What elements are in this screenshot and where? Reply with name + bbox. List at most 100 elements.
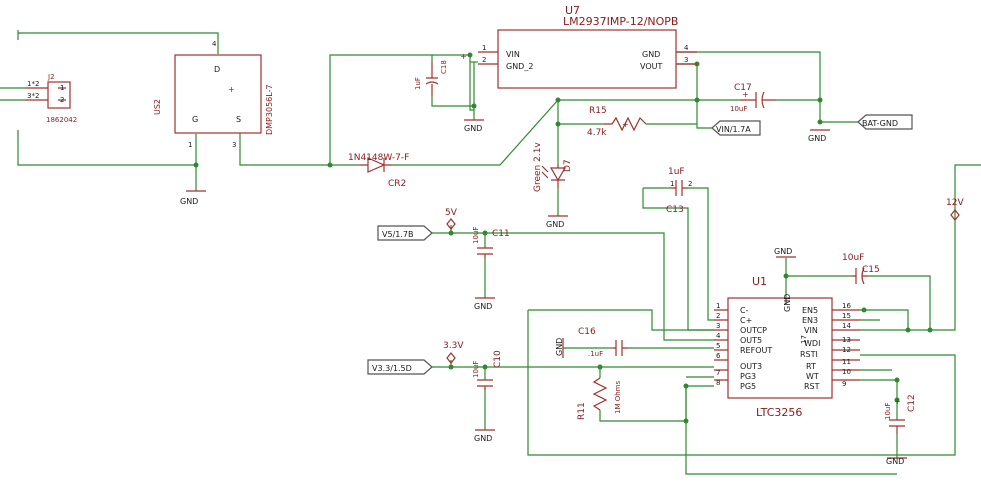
c13-value: 1uF [668,167,685,177]
j2-pin-1: 1 [60,84,64,92]
j2-part: 1862042 [46,116,77,124]
c13-ref: C13 [666,205,684,215]
u1-right-pin-13: WDI [804,339,820,348]
us2-ref: US2 [153,99,162,115]
u1-left-num-5: 5 [716,342,720,350]
us2-pinnum-3: 3 [232,141,236,149]
r15-ref: R15 [589,106,607,116]
u1-right-pin-12: RSTI [800,350,818,359]
u1-gnd-label: GND [783,294,792,312]
v5-17b-port: V5/1.7B [377,225,433,241]
u1-left-num-7: 7 [716,369,720,377]
us2-pinnum-1: 1 [188,141,192,149]
r11-ref: R11 [577,402,587,420]
v33-15d-label: V3.3/1.5D [372,364,412,373]
u1-left-num-2: 2 [716,312,720,320]
c18-ref: C18 [440,60,448,74]
supply-12v-label: 12V [946,198,964,208]
u1-right-num-9: 9 [842,380,846,388]
c10-ref: C10 [493,350,503,368]
u1-left-pin-8: PG5 [740,382,756,391]
u7-pinnum-1: 1 [482,44,486,52]
u1-right-num-12: 12 [842,346,851,354]
c15-value: 10uF [842,253,864,263]
c11-ref: C11 [492,229,510,239]
c12-capacitor: 10uF C12 + [884,394,917,434]
c17-ref: C17 [734,83,752,93]
gnd-label-c11: GND [474,302,492,311]
u1-right-pin-15: EN3 [802,316,818,325]
cr2-part: 1N4148W-7-F [348,153,409,163]
gnd-label-us2: GND [180,197,198,206]
gnd-label-u1: GND [774,247,792,256]
us2-pin-s: S [236,115,241,124]
u1-gnd-pinnum: 17 [800,335,808,344]
r11-value: 1M Ohms [614,381,622,414]
supply-12v: 12V [946,198,964,221]
gnd-symbol-u1: GND [774,247,796,258]
c12-plus-mark: + [894,397,901,406]
gnd-label-c10: GND [474,434,492,443]
u1-left-num-6: 6 [716,352,721,360]
j2-pin-2: 2 [60,96,64,104]
supply-5v: 5V [445,208,458,230]
u1-left-pin-7: PG3 [740,372,756,381]
u1-right-pin-14: VIN [804,326,818,335]
gnd-label-c12: GND [886,457,904,466]
u1-left-num-3: 3 [716,322,720,330]
d7-led: D7 Green 2.1v [533,142,573,192]
u7-pin-vout: VOUT [640,62,662,71]
us2-origin-mark: + [228,85,235,94]
junction-dots [193,52,933,424]
u1-left-pin-4: OUT5 [740,336,762,345]
gnd-symbol-c17: GND [808,129,830,143]
gnd-symbol-us2: GND [180,190,206,206]
gnd-symbol-c12: GND [886,457,907,466]
j2-ref: J2 [47,73,55,81]
u1-right-num-15: 15 [842,312,851,320]
d7-value: Green 2.1v [533,142,543,192]
u1-right-num-10: 10 [842,368,851,376]
v33-15d-port: V3.3/1.5D [367,359,433,375]
u7-pinnum-4: 4 [684,44,689,52]
d7-ref: D7 [563,159,573,172]
c12-ref: C12 [907,394,917,412]
u7-pin-gnd: GND [642,50,660,59]
us2-part: DMP3056L-7 [265,84,274,135]
v5-17b-label: V5/1.7B [382,230,413,239]
r15-resistor: R15 4.7k + [587,106,647,138]
u1-right-num-16: 16 [842,302,851,310]
u1-left-pin-5: REFOUT [740,346,772,355]
u1-left-pin-2: C+ [740,316,752,325]
u1-right-num-11: 11 [842,358,851,366]
u1-left-pin-1: C- [740,306,749,315]
gnd-label-u7: GND [464,124,482,133]
c11-value: 10uF [472,227,480,244]
u1-left-pin-3: OUTCP [740,326,767,335]
u1-right-num-14: 14 [842,322,851,330]
us2-mosfet: US2 DMP3056L-7 D G S 4 1 3 + [153,40,274,149]
c15-ref: C15 [862,265,880,275]
u1-right-pin-10: WT [806,372,819,381]
gnd-symbol-u7: GND [464,119,484,133]
u1-part: LTC3256 [756,406,802,419]
u7-pinnum-3: 3 [684,56,688,64]
j2-net-1: 1*2 [27,80,39,88]
u1-left-num-1: 1 [716,302,720,310]
c13-capacitor: 1uF C13 1 2 [666,167,692,215]
u1-right-pin-9: RST [804,382,820,391]
c13-pinnum-1: 1 [670,180,674,188]
c18-value: 1uF [414,77,422,90]
r11-resistor: R11 1M Ohms [577,377,622,420]
r15-origin-mark: + [622,120,629,129]
c12-value: 10uF [884,403,892,420]
us2-pin-g: G [192,115,198,124]
c13-pinnum-2: 2 [688,180,692,188]
c10-capacitor: 10uF C10 [472,350,503,390]
u1-right-num-13: 13 [842,336,851,344]
supply-5v-label: 5V [445,208,458,218]
u1-right-pin-16: EN5 [802,306,818,315]
c17-capacitor: C17 10uF + [730,83,776,113]
u1-left-num-8: 8 [716,379,720,387]
